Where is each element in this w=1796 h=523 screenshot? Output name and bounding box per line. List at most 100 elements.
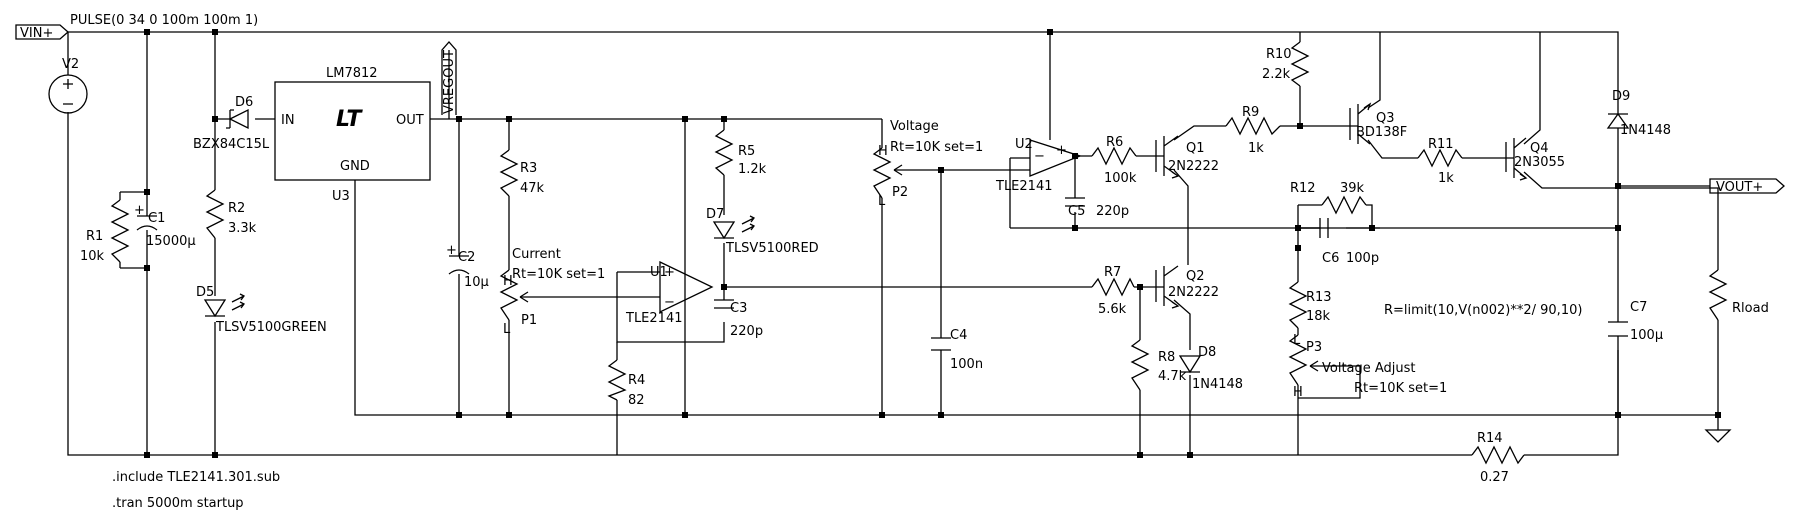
r7-value: 5.6k [1098,302,1127,317]
d6-part: BZX84C15L [193,137,270,152]
c5-name: C5 [1068,204,1085,219]
capacitor-c4: C4 100n [931,328,983,372]
junction [144,265,150,271]
capacitor-c2: + C2 10µ [446,243,489,290]
r11-value: 1k [1438,171,1454,186]
port-vout-label: VOUT+ [1716,180,1763,195]
c6-name: C6 [1322,251,1339,266]
junction [1295,225,1301,231]
resistor-r8: R8 4.7k [1130,339,1187,391]
wires [67,31,1719,456]
resistor-r5: R5 1.2k [714,129,767,177]
capacitor-c6: C6 100p [1300,218,1379,266]
c4-value: 100n [950,357,983,372]
c4-name: C4 [950,328,967,343]
p2-setting: Rt=10K set=1 [890,140,983,155]
u3-part: LM7812 [326,66,378,81]
port-vin: VIN+ [15,24,69,41]
junction [1369,225,1375,231]
q3-part: BD138F [1356,125,1407,140]
r3-value: 47k [520,181,545,196]
wire-q2-e [1173,299,1191,455]
transistor-q1: Q1 2N2222 [1156,135,1219,179]
wire-r1-c1 [119,191,147,269]
d6-name: D6 [235,95,253,110]
r11-name: R11 [1428,137,1454,152]
u2-part: TLE2141 [995,179,1052,194]
resistor-rload: Rload R=limit(10,V(n002)**2/ 90,10) [1384,269,1769,321]
u3-pin-out: OUT [396,113,424,128]
p3-label: Voltage Adjust [1322,361,1416,376]
resistor-r2: R2 3.3k [205,189,257,239]
junction [938,412,944,418]
u1-name: U1 [650,265,668,280]
d9-name: D9 [1612,89,1630,104]
resistor-r11: R11 1k [1417,137,1463,186]
junction [1137,284,1143,290]
junction [456,116,462,122]
diode-d9: D9 1N4148 [1606,89,1671,138]
junction [506,412,512,418]
r3-name: R3 [520,161,537,176]
wire-u1-out [616,272,1070,343]
q2-part: 2N2222 [1168,285,1219,300]
directive-tran: .tran 5000m startup [112,496,244,511]
u2-name: U2 [1015,137,1033,152]
p3-l: L [1293,333,1301,348]
r1-name: R1 [86,229,103,244]
d8-part: 1N4148 [1192,377,1243,392]
resistor-r3: R3 47k [499,149,545,197]
junction [144,452,150,458]
junctions [144,29,1721,458]
v2-name: V2 [62,57,79,72]
u1-part: TLE2141 [625,311,682,326]
r10-name: R10 [1266,47,1292,62]
port-vin-label: VIN+ [20,26,53,41]
junction [212,29,218,35]
junction [456,412,462,418]
c2-name: C2 [458,250,475,265]
junction [682,116,688,122]
resistor-r13: R13 18k [1288,281,1332,329]
junction [1137,452,1143,458]
resistor-r7: R7 5.6k [1091,265,1135,317]
wire-q4-e [1523,171,1719,270]
q3-name: Q3 [1376,111,1395,126]
resistor-r10: R10 2.2k [1262,41,1310,87]
resistor-r9: R9 1k [1225,105,1281,156]
resistor-r14: R14 0.27 [1471,431,1525,485]
p1-name: P1 [521,313,537,328]
q4-name: Q4 [1530,141,1549,156]
resistor-r6: R6 100k [1091,135,1137,186]
p1-h: H [503,274,513,289]
diode-d8: D8 1N4148 [1178,345,1243,392]
c7-name: C7 [1630,300,1647,315]
c1-plus: + [134,203,145,218]
r1-value: 10k [80,249,105,264]
junction [212,452,218,458]
junction [1297,123,1303,129]
junction [144,29,150,35]
c1-value: 15000µ [146,234,196,249]
resistor-r1: R1 10k [80,199,130,264]
port-vregout: VREGOUT [441,41,457,115]
r9-value: 1k [1248,141,1264,156]
u3-pin-gnd: GND [340,159,370,174]
r10-value: 2.2k [1262,67,1291,82]
r9-name: R9 [1242,105,1259,120]
p1-setting: Rt=10K set=1 [512,267,605,282]
voltage-source-v2: V2 PULSE(0 34 0 100m 100m 1) [48,13,258,114]
q2-name: Q2 [1186,269,1205,284]
junction [1072,225,1078,231]
r2-name: R2 [228,201,245,216]
wire-gnd-rail [354,180,1718,416]
wire-r12 [1297,204,1373,228]
junction [144,189,150,195]
junction [1615,412,1621,418]
p3-name: P3 [1306,340,1322,355]
capacitor-c1: + C1 15000µ [134,203,196,249]
resistor-r4: R4 82 [607,359,645,408]
junction [1715,412,1721,418]
p3-h: H [1293,385,1303,400]
